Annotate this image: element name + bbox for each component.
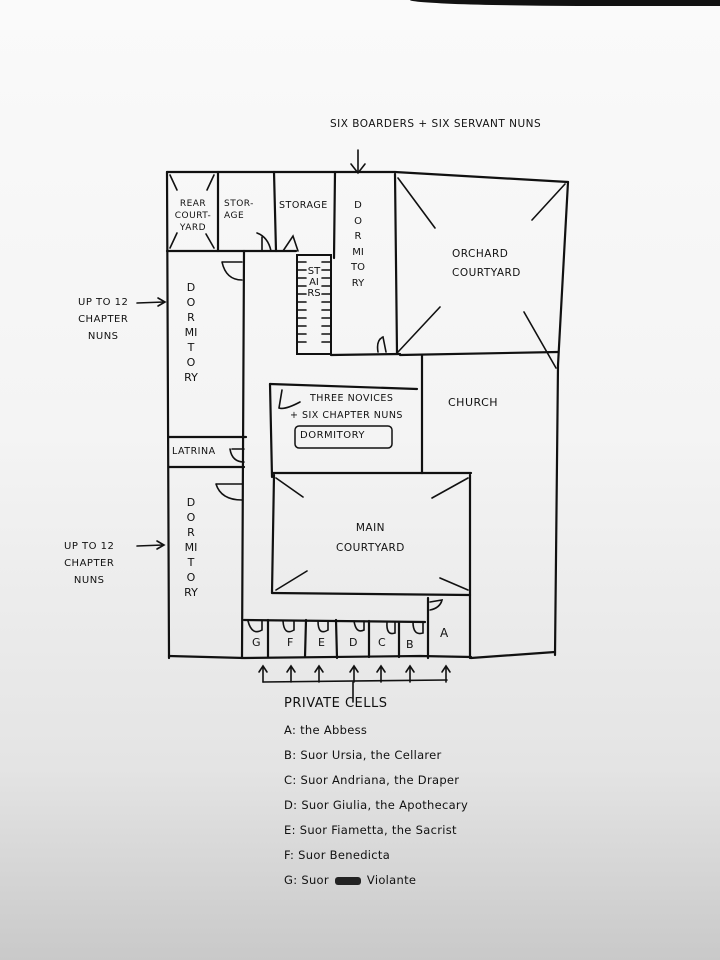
room-rear-courtyard: Rear court-yard [174, 199, 212, 233]
annotation-boarders: six boarders + six servant nuns [330, 118, 542, 130]
room-dormitory-top: DORMITORY [351, 200, 365, 289]
legend-item-b: B: Suor Ursia, the Cellarer [284, 748, 442, 762]
room-dormitory-left-lower: DORMITORY [184, 496, 198, 599]
cell-g: G [252, 636, 261, 649]
legend-item-d: D: Suor Giulia, the Apothecary [284, 798, 469, 812]
room-stairs: STAIRS [307, 266, 321, 299]
legend-item-e: E: Suor Fiametta, the Sacrist [284, 823, 457, 837]
room-dormitory-left-upper: DORMITORY [184, 281, 198, 384]
outer-wall-west [165, 170, 171, 660]
cell-f: F [287, 636, 294, 649]
annotation-left-upper: up to 12 chapter nuns [78, 297, 129, 342]
room-orchard-courtyard: Orchard Courtyard [452, 248, 521, 279]
cell-arrows [258, 664, 451, 683]
room-novices-line1: three novices [310, 393, 394, 404]
stair-treads [297, 261, 331, 343]
cell-d: D [349, 636, 358, 649]
cell-a: A [440, 626, 449, 640]
outer-wall-north [165, 170, 570, 184]
cell-e: E [318, 636, 325, 649]
outer-wall-south [167, 654, 473, 660]
cell-b: B [406, 638, 414, 651]
room-latrina: Latrina [172, 446, 216, 457]
scribbled-out-word [334, 876, 361, 885]
legend-private-cells: Private cells A: the Abbess B: Suor Ursi… [284, 696, 468, 893]
room-novices-dormitory: dormitory [300, 430, 365, 441]
room-church: Church [448, 396, 499, 409]
legend-item-c: C: Suor Andriana, the Draper [284, 773, 460, 787]
room-storage-2: Storage [279, 200, 328, 211]
legend-item-f: F: Suor Benedicta [284, 848, 391, 862]
page-edge-shadow [410, 0, 720, 6]
room-storage-1: Stor-age [224, 199, 254, 221]
room-novices-line2: + six chapter nuns [290, 410, 403, 421]
cell-c: C [378, 636, 386, 649]
legend-item-a: A: the Abbess [284, 723, 368, 737]
legend-title: Private cells [284, 696, 388, 711]
annotation-left-lower: up to 12 chapter nuns [64, 541, 115, 586]
room-main-courtyard: Main Courtyard [336, 522, 405, 554]
